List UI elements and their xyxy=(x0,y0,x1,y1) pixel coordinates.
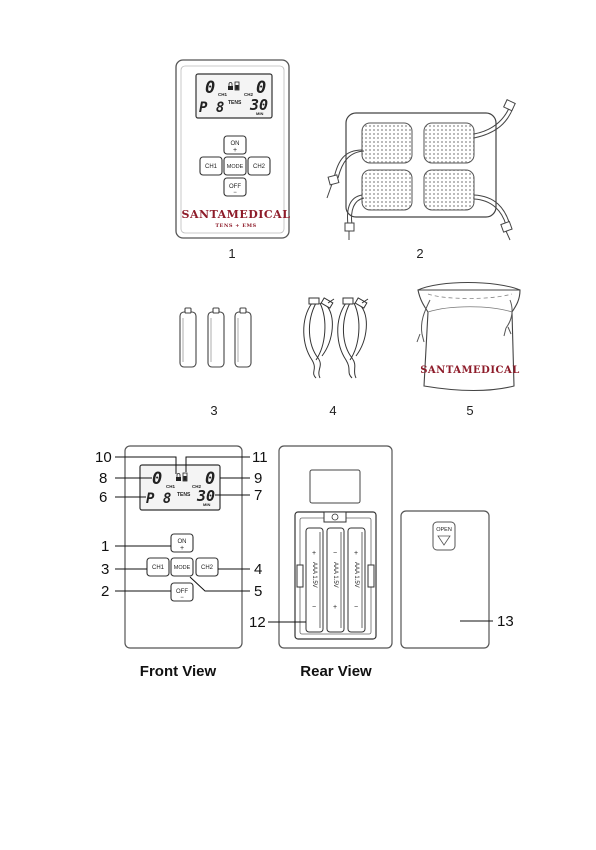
batteries xyxy=(180,308,251,367)
cell-2-plus: + xyxy=(333,604,337,611)
on-button[interactable]: ON + xyxy=(224,136,246,154)
callout-8: 8 xyxy=(99,470,107,487)
front-lcd-timer-unit: MIN xyxy=(203,502,210,507)
front-mode-button[interactable]: MODE xyxy=(171,558,193,576)
pouch-brand-logo: SANTAMEDICAL xyxy=(420,365,520,376)
cell-1-minus: − xyxy=(312,604,316,611)
battery-cover[interactable]: OPEN xyxy=(401,511,489,648)
front-view-device: 0 0 P 8 30 CH1 CH2 TENS MIN ON + CH1 MOD… xyxy=(125,446,242,648)
cover-open-label: OPEN xyxy=(436,527,452,533)
callout-4: 4 xyxy=(254,561,262,578)
callout-7: 7 xyxy=(254,487,262,504)
rear-view-label: Rear View xyxy=(300,663,372,680)
item-number-3: 3 xyxy=(210,403,217,418)
svg-text:+: + xyxy=(233,147,237,154)
front-ch2-button[interactable]: CH2 xyxy=(196,558,218,576)
callout-6: 6 xyxy=(99,489,107,506)
item-number-4: 4 xyxy=(329,403,336,418)
cell-2-label: AAA 1.5V xyxy=(332,562,338,588)
callout-1: 1 xyxy=(101,538,109,555)
svg-text:MODE: MODE xyxy=(227,164,244,170)
front-lcd-ch1-label: CH1 xyxy=(166,484,175,489)
item-number-5: 5 xyxy=(466,403,473,418)
mode-button[interactable]: MODE xyxy=(224,157,246,175)
svg-text:CH2: CH2 xyxy=(201,565,214,571)
cell-1-label: AAA 1.5V xyxy=(311,562,317,588)
callout-2: 2 xyxy=(101,583,109,600)
ch1-button[interactable]: CH1 xyxy=(200,157,222,175)
front-view-label: Front View xyxy=(140,663,217,680)
cell-3-label: AAA 1.5V xyxy=(353,562,359,588)
svg-text:−: − xyxy=(180,595,184,601)
front-ch1-button[interactable]: CH1 xyxy=(147,558,169,576)
cell-2-minus: − xyxy=(333,550,337,557)
callout-5: 5 xyxy=(254,583,262,600)
callout-9: 9 xyxy=(254,470,262,487)
brand-logo: SANTAMEDICAL xyxy=(182,208,291,221)
callout-3: 3 xyxy=(101,561,109,578)
front-off-button[interactable]: OFF − xyxy=(171,583,193,601)
item-number-2: 2 xyxy=(416,246,423,261)
lcd-program: P 8 xyxy=(199,100,224,116)
callout-10: 10 xyxy=(95,449,112,466)
front-lcd-ch1-level: 0 xyxy=(152,469,162,489)
lcd-ch2-level: 0 xyxy=(256,78,266,98)
svg-text:CH1: CH1 xyxy=(152,565,165,571)
cell-1-plus: + xyxy=(312,550,316,557)
front-lcd-ch2-level: 0 xyxy=(205,469,215,489)
front-lcd-mode-label: TENS xyxy=(177,492,191,498)
callout-11: 11 xyxy=(252,449,268,466)
ch2-button[interactable]: CH2 xyxy=(248,157,270,175)
cell-3-plus: + xyxy=(354,550,358,557)
svg-text:−: − xyxy=(233,190,237,196)
rear-view-device: AAA 1.5V AAA 1.5V AAA 1.5V + − − + + − xyxy=(279,446,392,648)
item-number-1: 1 xyxy=(228,246,235,261)
off-button[interactable]: OFF − xyxy=(224,178,246,196)
lcd-ch1-level: 0 xyxy=(205,78,215,98)
svg-text:CH2: CH2 xyxy=(253,164,266,170)
svg-text:+: + xyxy=(180,545,184,552)
svg-text:CH1: CH1 xyxy=(205,164,218,170)
lead-wires xyxy=(304,298,368,378)
lcd-ch1-label: CH1 xyxy=(218,92,227,97)
lcd-mode-label: TENS xyxy=(228,100,242,106)
brand-subtitle: TENS + EMS xyxy=(215,223,256,229)
callout-12: 12 xyxy=(249,614,266,631)
svg-text:MODE: MODE xyxy=(174,565,191,571)
lcd-ch2-label: CH2 xyxy=(244,92,253,97)
carrying-pouch: SANTAMEDICAL xyxy=(417,283,520,391)
cell-3-minus: − xyxy=(354,604,358,611)
tens-unit-top: 0 0 P 8 30 CH1 CH2 TENS MIN ON + CH1 MOD… xyxy=(176,60,290,238)
callout-13: 13 xyxy=(497,613,514,630)
electrode-pads xyxy=(327,100,515,240)
front-lcd-ch2-label: CH2 xyxy=(192,484,201,489)
lcd-timer-unit: MIN xyxy=(256,111,263,116)
front-on-button[interactable]: ON + xyxy=(171,534,193,552)
front-lcd-program: P 8 xyxy=(146,491,171,507)
